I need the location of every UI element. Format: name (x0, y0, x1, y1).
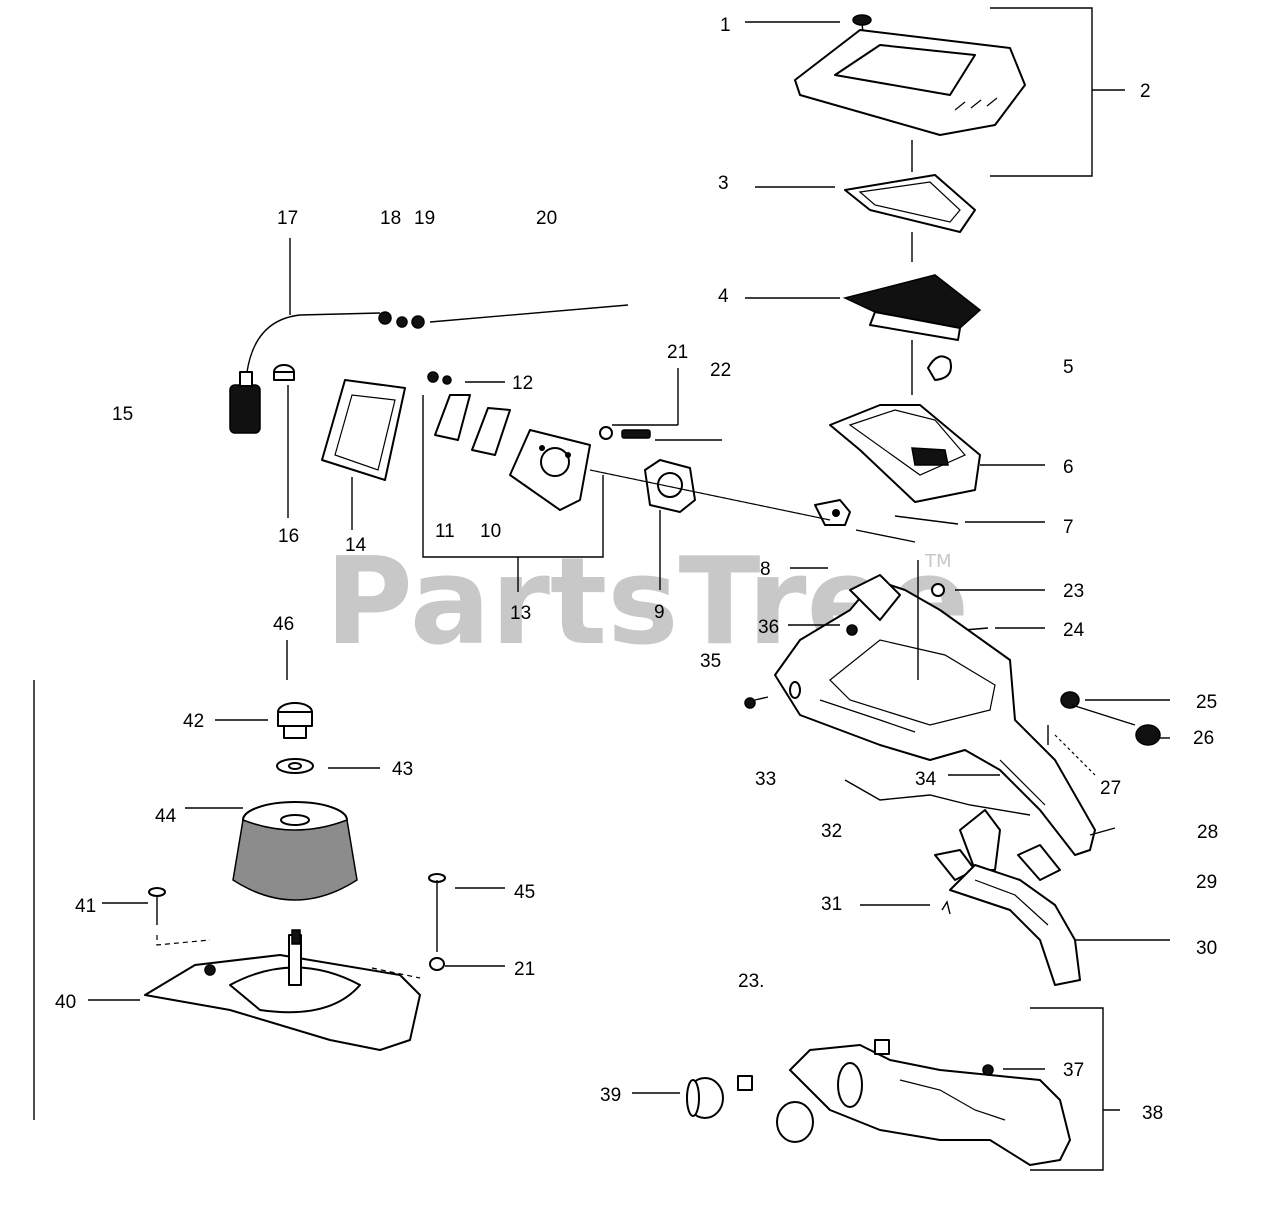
part-45-bolt (428, 873, 446, 952)
callout-37: 37 (1063, 1060, 1084, 1081)
callout-4: 4 (718, 286, 729, 307)
part-15-fuel-filter (229, 371, 261, 434)
callout-5: 5 (1063, 357, 1074, 378)
callout-21: 21 (667, 342, 688, 363)
callout-45: 45 (514, 882, 535, 903)
callout-24: 24 (1063, 620, 1085, 641)
part-37-nut (982, 1064, 994, 1076)
callout-19: 19 (414, 208, 435, 229)
callout-29: 29 (1196, 872, 1217, 893)
callout-13: 13 (510, 603, 531, 624)
part-14-gasket (321, 379, 406, 481)
callout-36: 36 (758, 617, 779, 638)
part-41-screw (148, 887, 211, 946)
callout-18: 18 (380, 208, 401, 229)
part-31-spring (941, 900, 951, 915)
part-7-bolts (855, 515, 959, 543)
callout-17: 17 (277, 208, 298, 229)
callout-32: 32 (821, 821, 842, 842)
part-16-grommet (273, 364, 295, 381)
callout-26: 26 (1193, 728, 1214, 749)
part-5-grommet (927, 355, 952, 381)
callout-14: 14 (345, 535, 367, 556)
callout-30: 30 (1196, 938, 1217, 959)
callout-9: 9 (654, 602, 665, 623)
part-4-air-filter (842, 274, 982, 341)
part-40-base-plate (144, 929, 421, 1051)
part-38-lower-handle (789, 1039, 1071, 1166)
callout-3: 3 (718, 173, 729, 194)
part-6-filter-housing (829, 404, 981, 503)
callout-46: 46 (273, 614, 294, 635)
callout-44: 44 (155, 806, 177, 827)
callout-11: 11 (435, 521, 455, 542)
part-44-filter-element (232, 801, 358, 901)
callout-16: 16 (278, 526, 299, 547)
part-18-19-20-fittings (378, 304, 629, 329)
callout-40: 40 (55, 992, 76, 1013)
watermark-tm: TM (924, 551, 952, 572)
callout-labels: 1 2 3 4 5 6 7 8 9 10 11 12 13 14 15 16 1… (55, 15, 1218, 1124)
callout-23-dot: 23. (738, 971, 764, 992)
callout-2: 2 (1140, 81, 1151, 102)
part-8-carb-bracket (814, 499, 851, 526)
callout-41: 41 (75, 896, 96, 917)
part-21-22-washer-bolt (599, 426, 651, 440)
part-39-mounts (686, 1075, 814, 1143)
callout-20: 20 (536, 208, 557, 229)
callout-38: 38 (1142, 1103, 1163, 1124)
callout-27: 27 (1100, 778, 1121, 799)
part-32-33-34-throttle-parts (844, 779, 1031, 881)
callout-42: 42 (183, 711, 204, 732)
part-screw-left (744, 696, 769, 709)
part-9-flange (644, 459, 696, 513)
callout-39: 39 (600, 1085, 621, 1106)
part-25-26-27-28-hardware (1047, 691, 1161, 836)
callout-22: 22 (710, 360, 731, 381)
callout-33: 33 (755, 769, 776, 790)
callout-12: 12 (512, 373, 533, 394)
callout-8: 8 (760, 559, 771, 580)
part-29-trigger-latch (1017, 844, 1061, 881)
callout-1: 1 (720, 15, 731, 36)
part-35-handle-frame (774, 574, 1096, 856)
part-30-rear-handle (949, 864, 1081, 986)
leader-lines (88, 7, 1170, 1171)
part-43-washer (276, 758, 314, 774)
callout-34: 34 (915, 769, 937, 790)
callout-10: 10 (480, 521, 501, 542)
callout-15: 15 (112, 404, 133, 425)
callout-21-lower: 21 (514, 959, 535, 980)
callout-23: 23 (1063, 581, 1084, 602)
callout-31: 31 (821, 894, 842, 915)
callout-43: 43 (392, 759, 413, 780)
callout-28: 28 (1197, 822, 1218, 843)
part-17-fuel-line (246, 312, 381, 373)
callout-35: 35 (700, 651, 721, 672)
part-42-cap-nut (277, 702, 313, 739)
callout-6: 6 (1063, 457, 1074, 478)
part-2-top-cover (794, 29, 1026, 136)
part-10-11-reed-plates (434, 394, 591, 511)
callout-25: 25 (1196, 692, 1217, 713)
part-36-screw (846, 624, 858, 636)
part-3-gasket (844, 174, 976, 233)
part-21-washer-lower (371, 957, 445, 979)
callout-7: 7 (1063, 517, 1074, 538)
part-12-screws (427, 371, 452, 385)
